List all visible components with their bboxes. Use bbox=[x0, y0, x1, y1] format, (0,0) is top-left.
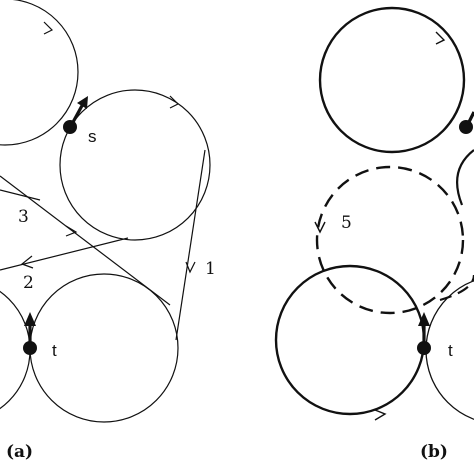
arrow-a-right-circle bbox=[169, 95, 180, 109]
point-s-b bbox=[459, 120, 473, 134]
point-t-b-group: t bbox=[417, 312, 453, 360]
path-1-line bbox=[175, 149, 206, 341]
arrow-b-top-circle bbox=[435, 31, 446, 45]
heading-arrowhead-t-a bbox=[24, 312, 36, 326]
label-s-a: s bbox=[88, 127, 97, 146]
arrow-a-path-3 bbox=[65, 225, 78, 237]
heading-arrowhead-t-b bbox=[418, 312, 430, 326]
label-t-b: t bbox=[448, 341, 453, 360]
heading-arrowhead-s-a bbox=[77, 96, 88, 109]
arrow-b-dashed-circle bbox=[314, 221, 326, 234]
caption-b: (b) bbox=[420, 442, 448, 462]
point-s-a-group: s bbox=[63, 96, 97, 146]
circle-b-middle-dashed bbox=[315, 165, 465, 315]
panel-b bbox=[274, 6, 474, 421]
circle-a-top-left bbox=[0, 0, 79, 146]
point-s-a bbox=[63, 120, 77, 134]
circle-b-top bbox=[318, 6, 466, 154]
panel-a bbox=[0, 0, 211, 423]
label-path-2: 2 bbox=[23, 273, 34, 293]
label-path-3: 3 bbox=[18, 207, 29, 227]
circle-a-top-right bbox=[59, 89, 211, 241]
label-t-a: t bbox=[52, 341, 57, 360]
caption-a: (a) bbox=[6, 442, 33, 462]
path-2-line bbox=[0, 237, 129, 271]
point-s-b-group bbox=[459, 111, 474, 134]
point-t-a bbox=[23, 341, 37, 355]
label-path-1: 1 bbox=[205, 259, 216, 279]
circle-b-bottom-left bbox=[274, 264, 426, 416]
arrow-a-path-1 bbox=[185, 261, 196, 274]
point-t-b bbox=[417, 341, 431, 355]
heading-arrow-s-b bbox=[466, 111, 474, 125]
path-3-lead-line bbox=[0, 189, 41, 201]
arrow-a-path-2 bbox=[20, 255, 34, 269]
label-path-5: 5 bbox=[341, 213, 352, 233]
arc-b-right-upper bbox=[456, 149, 474, 206]
point-t-a-group: t bbox=[23, 312, 57, 360]
arrow-a-top-circle bbox=[43, 21, 54, 35]
arrow-b-bottom-circle bbox=[374, 409, 387, 421]
